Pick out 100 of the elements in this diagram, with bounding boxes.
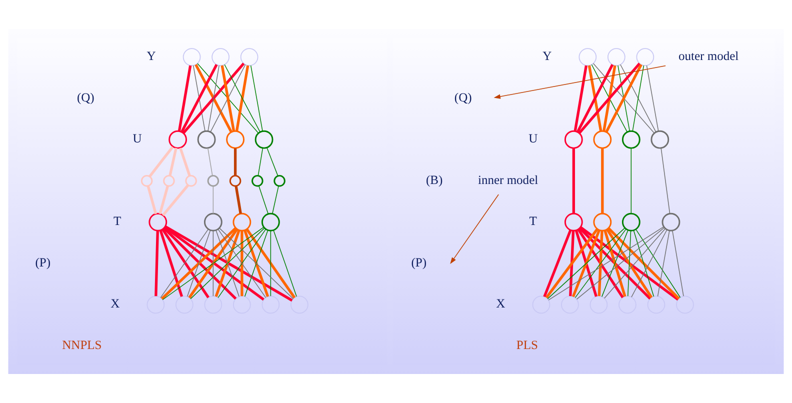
- node-text: outer model: [678, 49, 739, 64]
- label: X: [110, 296, 120, 311]
- connector: [601, 148, 604, 214]
- node-circle: [254, 130, 274, 149]
- label: NNPLS: [62, 338, 102, 352]
- connector: [207, 148, 213, 176]
- connector: [636, 229, 681, 298]
- connector: [631, 229, 668, 298]
- connector: [162, 184, 190, 216]
- node-circle: [561, 296, 579, 314]
- connector: [618, 65, 630, 132]
- node-circle: [564, 212, 583, 232]
- label: (B): [426, 172, 443, 187]
- connector: [188, 228, 238, 298]
- connector: [178, 65, 192, 132]
- connector: [598, 230, 604, 296]
- connector: [602, 65, 616, 132]
- connector: [258, 148, 264, 176]
- connector: [146, 186, 158, 214]
- node-circle: [212, 48, 230, 66]
- node-circle: [564, 130, 583, 149]
- node-circle: [593, 212, 612, 232]
- connector: [210, 64, 246, 132]
- connector: [657, 230, 670, 297]
- label: T: [529, 214, 537, 228]
- label: (P): [35, 255, 51, 270]
- connector: [578, 227, 652, 300]
- node-circle: [140, 174, 153, 187]
- node-circle: [578, 48, 597, 66]
- connector: [605, 64, 642, 133]
- connector: [224, 64, 260, 132]
- node-circle: [261, 212, 280, 232]
- connector: [168, 148, 178, 176]
- node-circle: [622, 130, 640, 149]
- connector: [234, 148, 237, 176]
- connector: [576, 227, 665, 300]
- connector: [179, 148, 191, 176]
- connector: [547, 228, 626, 300]
- node-circle: [233, 296, 251, 314]
- arrow: [450, 194, 499, 264]
- node-circle: [168, 130, 187, 149]
- connector: [574, 65, 588, 132]
- connector: [220, 65, 236, 132]
- connector: [246, 228, 296, 298]
- connector: [592, 63, 655, 134]
- connector: [608, 227, 680, 300]
- connector: [180, 64, 218, 133]
- node-circle: [290, 296, 308, 314]
- connector: [240, 230, 244, 296]
- connector: [591, 64, 628, 132]
- node-circle: [182, 48, 201, 66]
- node-circle: [146, 296, 165, 314]
- node-circle: [163, 174, 175, 187]
- label: U: [528, 132, 538, 146]
- label: (P): [411, 255, 426, 270]
- node-circle: [662, 212, 680, 232]
- connector: [194, 64, 232, 133]
- node-text: inner model: [478, 172, 538, 187]
- connector: [212, 186, 214, 214]
- connector: [273, 230, 297, 297]
- connector: [572, 148, 575, 214]
- connector: [672, 230, 684, 296]
- connector: [158, 186, 169, 214]
- node-circle: [532, 296, 550, 314]
- connector: [218, 228, 266, 298]
- connector: [258, 185, 268, 214]
- connector: [266, 147, 278, 176]
- connector: [630, 148, 632, 214]
- node-circle: [207, 174, 220, 187]
- connector: [633, 230, 654, 297]
- connector: [186, 230, 211, 297]
- connector: [588, 65, 602, 132]
- node-circle: [148, 212, 168, 232]
- connector: [197, 63, 259, 134]
- arrow: [494, 65, 666, 99]
- label: T: [114, 214, 122, 228]
- connector: [578, 62, 641, 134]
- label: Y: [146, 49, 156, 64]
- connector: [545, 228, 598, 298]
- node-circle: [226, 130, 244, 149]
- node-circle: [593, 130, 612, 149]
- connector: [576, 64, 614, 133]
- connector: [646, 65, 659, 132]
- label: X: [496, 296, 506, 311]
- node-circle: [252, 174, 264, 187]
- node-circle: [204, 212, 222, 232]
- connector: [270, 230, 272, 296]
- label: (Q): [454, 90, 472, 104]
- connector: [569, 230, 575, 296]
- node-circle: [650, 130, 670, 149]
- connector: [628, 230, 632, 296]
- node-circle: [229, 174, 242, 187]
- node-circle: [262, 296, 280, 314]
- connector: [192, 65, 206, 132]
- connector: [548, 226, 664, 300]
- node-circle: [197, 130, 216, 149]
- node-circle: [647, 296, 666, 314]
- connector: [159, 230, 184, 297]
- label: PLS: [516, 338, 538, 352]
- connector: [604, 228, 666, 299]
